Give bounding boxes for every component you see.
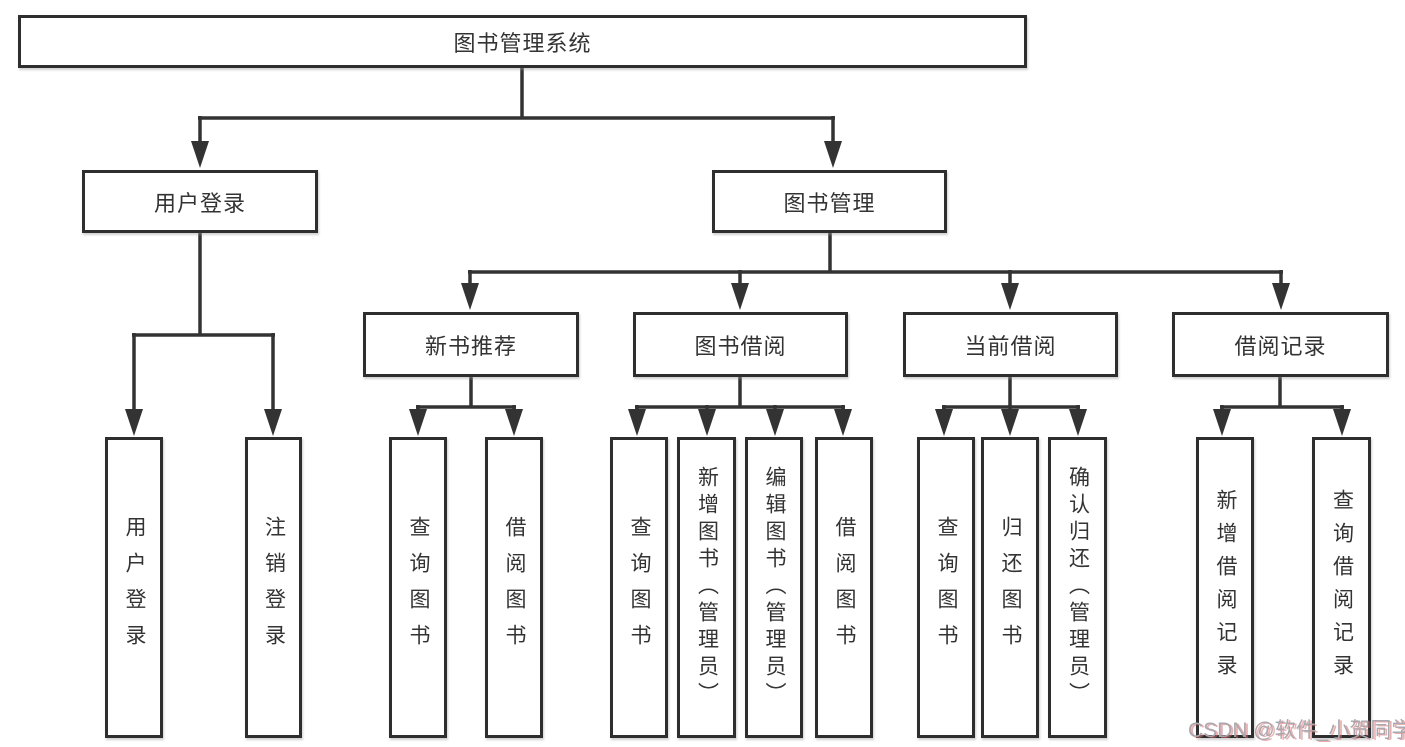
leaf-cb-return-books: 归还图书 <box>981 437 1039 738</box>
leaf-logout: 注销登录 <box>245 437 302 738</box>
node-library-system: 图书管理系统 <box>18 15 1027 68</box>
leaf-cb-query-books: 查询图书 <box>917 437 975 738</box>
node-current-borrowing: 当前借阅 <box>903 312 1118 377</box>
leaf-bb-borrow-books: 借阅图书 <box>815 437 873 738</box>
leaf-br-query-record: 查询借阅记录 <box>1312 437 1371 738</box>
leaf-cb-confirm-return-admin: 确认归还（管理员） <box>1048 437 1107 738</box>
node-book-borrowing: 图书借阅 <box>633 312 848 377</box>
leaf-bb-query-books: 查询图书 <box>610 437 668 738</box>
node-borrow-records: 借阅记录 <box>1172 312 1389 377</box>
leaf-nb-query-books: 查询图书 <box>389 437 447 738</box>
leaf-bb-add-books-admin: 新增图书（管理员） <box>677 437 736 738</box>
leaf-br-add-record: 新增借阅记录 <box>1196 437 1254 738</box>
node-book-management: 图书管理 <box>712 170 947 233</box>
leaf-user-login: 用户登录 <box>105 437 163 738</box>
node-new-book-recommend: 新书推荐 <box>363 312 579 377</box>
csdn-watermark: CSDN @软件_小贺同学 <box>1188 719 1405 742</box>
leaf-bb-edit-books-admin: 编辑图书（管理员） <box>745 437 803 738</box>
node-user-login: 用户登录 <box>82 170 318 233</box>
leaf-nb-borrow-books: 借阅图书 <box>485 437 543 738</box>
